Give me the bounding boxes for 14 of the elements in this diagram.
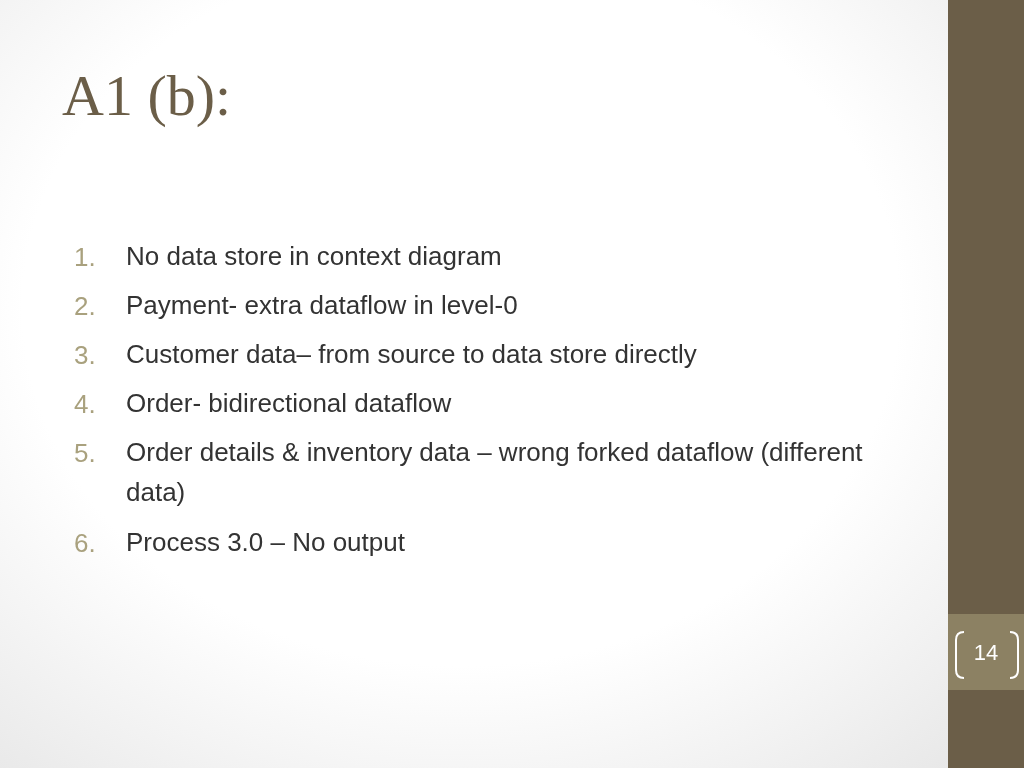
list-item: No data store in context diagram bbox=[126, 240, 503, 273]
page-number: 14 bbox=[972, 640, 1000, 666]
list-item: Order- bidirectional dataflow bbox=[126, 387, 453, 420]
list-number: 2. bbox=[74, 291, 96, 322]
list-number: 6. bbox=[74, 528, 96, 559]
list-item: Payment- extra dataflow in level-0 bbox=[126, 289, 519, 322]
list-number: 3. bbox=[74, 340, 96, 371]
list-item: Process 3.0 – No output bbox=[126, 526, 406, 559]
list-number: 5. bbox=[74, 438, 96, 469]
slide-title: A1 (b): bbox=[62, 62, 232, 129]
list-item: Customer data– from source to data store directly bbox=[126, 338, 698, 371]
list-number: 1. bbox=[74, 242, 96, 273]
list-item: Order details & inventory data – wrong forked dataflow (different data) bbox=[126, 436, 864, 509]
list-number: 4. bbox=[74, 389, 96, 420]
